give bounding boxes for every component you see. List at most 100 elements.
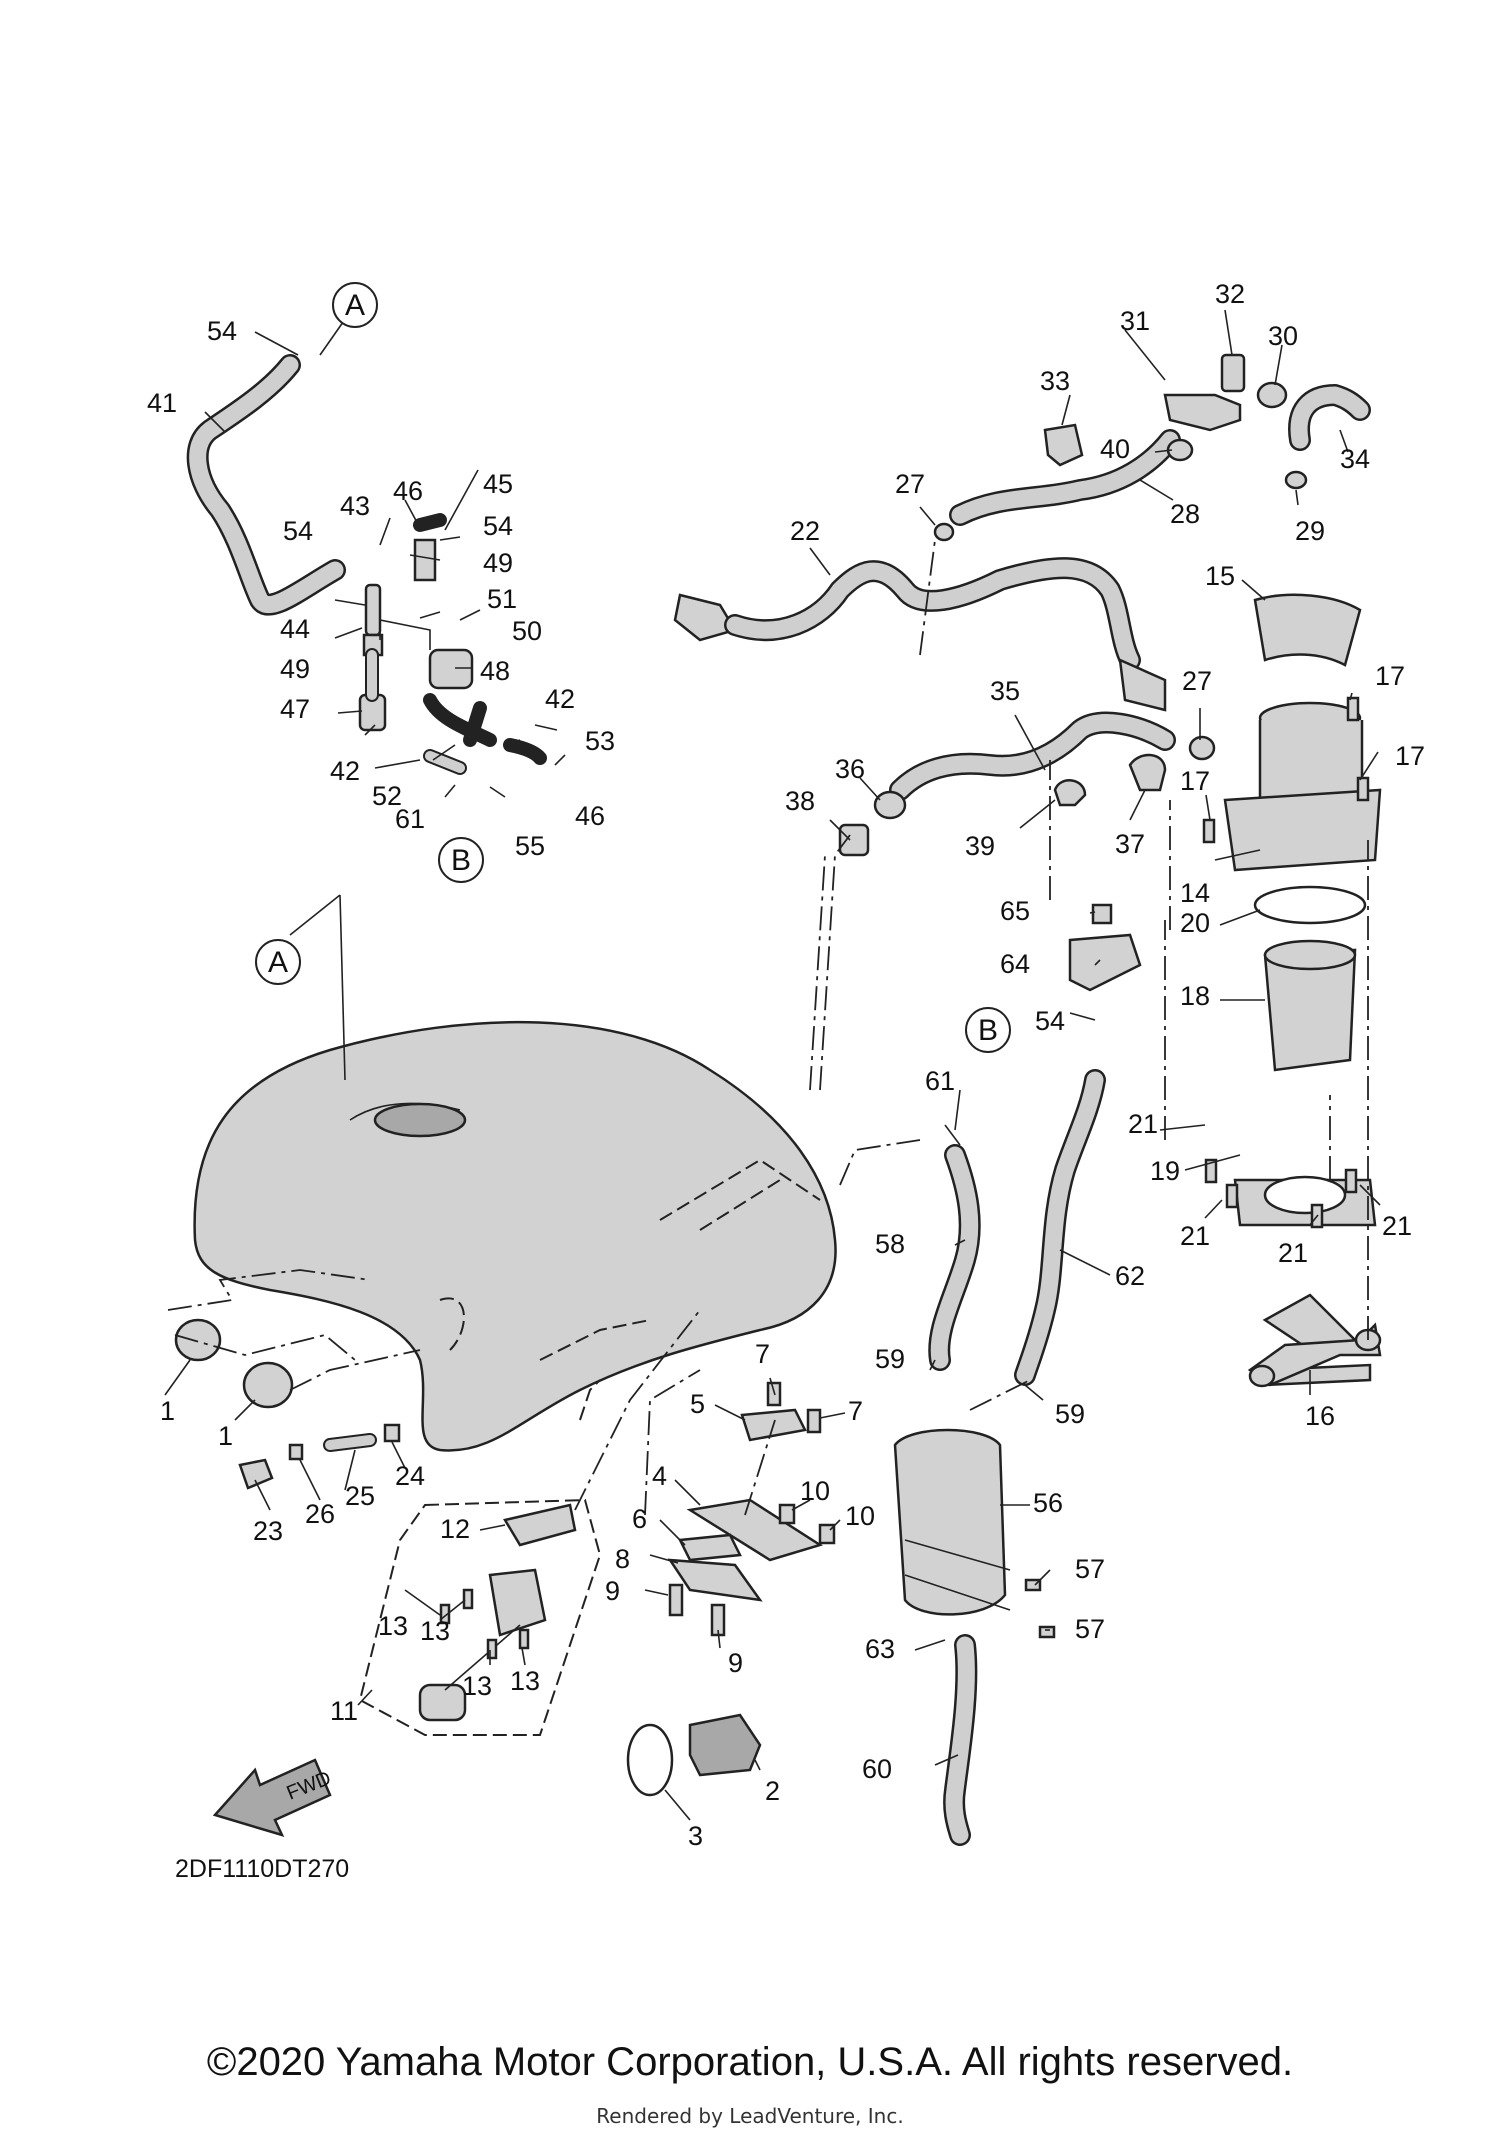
callout-21: 21 — [1128, 1109, 1158, 1139]
clamps — [838, 522, 1216, 857]
callout-54: 54 — [283, 516, 313, 546]
callout-55: 55 — [515, 831, 545, 861]
callout-56: 56 — [1033, 1488, 1063, 1518]
callout-13: 13 — [378, 1611, 408, 1641]
callout-40: 40 — [1100, 434, 1130, 464]
callout-21: 21 — [1278, 1238, 1308, 1268]
fuel-pump-assembly — [1223, 593, 1382, 1387]
ref-circle-b-hose — [965, 1007, 1011, 1053]
callout-41: 41 — [147, 388, 177, 418]
callout-5: 5 — [690, 1389, 705, 1419]
copyright-footer: ©2020 Yamaha Motor Corporation, U.S.A. A… — [206, 2040, 1294, 2084]
callout-27: 27 — [895, 469, 925, 499]
fuel-tank — [193, 1020, 837, 1452]
ref-circle-b-top — [438, 837, 484, 883]
callout-2: 2 — [765, 1776, 780, 1806]
hose-22 — [673, 557, 1167, 712]
callout-31: 31 — [1120, 306, 1150, 336]
callout-23: 23 — [253, 1516, 283, 1546]
parts-2-3 — [626, 1713, 762, 1797]
callout-12: 12 — [440, 1514, 470, 1544]
callout-60: 60 — [862, 1754, 892, 1784]
callout-27: 27 — [1182, 666, 1212, 696]
fuel-sender — [358, 1498, 602, 1736]
reference-marks: A B A B — [255, 282, 1011, 1053]
renderer-credit: Rendered by LeadVenture, Inc. — [596, 2104, 904, 2128]
callout-58: 58 — [875, 1229, 905, 1259]
callout-11: 11 — [330, 1696, 358, 1726]
hoses-58-62-60 — [928, 1069, 1106, 1846]
callout-42: 42 — [330, 756, 360, 786]
hose-34 — [1288, 384, 1371, 451]
callout-49: 49 — [483, 548, 513, 578]
callout-28: 28 — [1170, 499, 1200, 529]
callout-54: 54 — [483, 511, 513, 541]
callout-43: 43 — [340, 491, 370, 521]
callout-64: 64 — [1000, 949, 1030, 979]
callout-61: 61 — [395, 804, 425, 834]
callout-30: 30 — [1268, 321, 1298, 351]
callout-14: 14 — [1180, 878, 1210, 908]
callout-48: 48 — [480, 656, 510, 686]
joint-parts — [1043, 353, 1308, 490]
callout-54: 54 — [207, 316, 237, 346]
hose-35 — [889, 711, 1176, 801]
callout-17: 17 — [1375, 661, 1405, 691]
callout-26: 26 — [305, 1499, 335, 1529]
callout-22: 22 — [790, 516, 820, 546]
hose-28 — [949, 429, 1181, 526]
callout-17: 17 — [1180, 766, 1210, 796]
ref-label-b-top: B — [451, 844, 471, 877]
callout-53: 53 — [585, 726, 615, 756]
callout-7: 7 — [848, 1396, 863, 1426]
callout-21: 21 — [1382, 1211, 1412, 1241]
callout-13: 13 — [420, 1616, 450, 1646]
callout-52: 52 — [372, 781, 402, 811]
ref-circle-a-tank — [255, 939, 301, 985]
callout-21: 21 — [1180, 1221, 1210, 1251]
callout-1: 1 — [218, 1421, 233, 1451]
callout-47: 47 — [280, 694, 310, 724]
callout-18: 18 — [1180, 981, 1210, 1011]
callout-10: 10 — [845, 1501, 875, 1531]
callout-46: 46 — [393, 476, 423, 506]
leader-lines — [164, 304, 1381, 1821]
canister — [893, 903, 1142, 1639]
callout-49: 49 — [280, 654, 310, 684]
callout-15: 15 — [1205, 561, 1235, 591]
callout-50: 50 — [512, 616, 542, 646]
callout-13: 13 — [462, 1671, 492, 1701]
callout-35: 35 — [990, 676, 1020, 706]
callout-65: 65 — [1000, 896, 1030, 926]
callout-9: 9 — [728, 1648, 743, 1678]
callout-44: 44 — [280, 614, 310, 644]
callout-37: 37 — [1115, 829, 1145, 859]
callouts: 1 1 2 3 4 5 6 7 7 8 9 9 10 10 11 12 13 1… — [147, 279, 1425, 1851]
callout-46: 46 — [575, 801, 605, 831]
callout-4: 4 — [652, 1461, 667, 1491]
ref-circle-a-top — [332, 282, 378, 328]
hose-41 — [186, 354, 346, 616]
callout-59: 59 — [1055, 1399, 1085, 1429]
plate-parts — [667, 1381, 836, 1637]
callout-38: 38 — [785, 786, 815, 816]
callout-24: 24 — [395, 1461, 425, 1491]
callout-13: 13 — [510, 1666, 540, 1696]
callout-62: 62 — [1115, 1261, 1145, 1291]
callout-59: 59 — [875, 1344, 905, 1374]
fwd-arrow: FWD — [212, 1758, 334, 1837]
callout-63: 63 — [865, 1634, 895, 1664]
callout-39: 39 — [965, 831, 995, 861]
callout-20: 20 — [1180, 908, 1210, 938]
callout-19: 19 — [1150, 1156, 1180, 1186]
callout-42: 42 — [545, 684, 575, 714]
callout-17: 17 — [1395, 741, 1425, 771]
bracket-16 — [1247, 1322, 1382, 1388]
callout-57: 57 — [1075, 1554, 1105, 1584]
callout-29: 29 — [1295, 516, 1325, 546]
callout-9: 9 — [605, 1576, 620, 1606]
callout-54: 54 — [1035, 1006, 1065, 1036]
ref-label-b-hose: B — [978, 1014, 998, 1047]
callout-33: 33 — [1040, 366, 1070, 396]
